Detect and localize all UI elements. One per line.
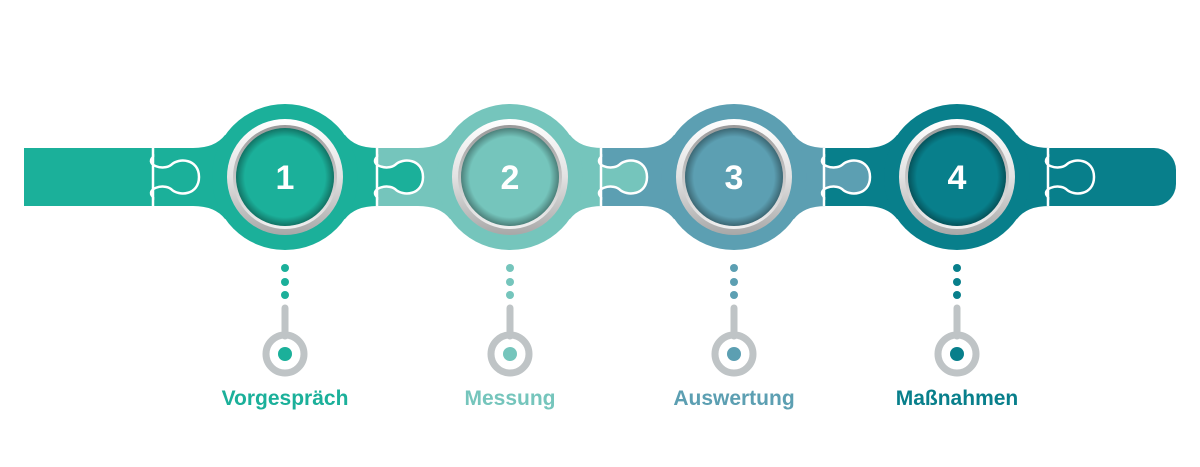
connector-dot bbox=[730, 264, 738, 272]
puzzle-knob bbox=[598, 157, 647, 197]
connector-dot bbox=[953, 264, 961, 272]
step-circle-shade bbox=[236, 128, 334, 226]
step-label: Auswertung bbox=[673, 387, 794, 410]
connector-dot bbox=[506, 264, 514, 272]
step-circle-shade bbox=[461, 128, 559, 226]
pin-ring bbox=[487, 331, 533, 377]
step-number: 3 bbox=[725, 159, 744, 197]
puzzle-seam-outline bbox=[1044, 153, 1096, 201]
step-circle-shade bbox=[685, 128, 783, 226]
step-number: 2 bbox=[501, 159, 520, 197]
connector-dot bbox=[953, 278, 961, 286]
puzzle-knob bbox=[150, 157, 199, 197]
step-label: Messung bbox=[464, 387, 555, 410]
puzzle-seam-outline bbox=[820, 153, 872, 201]
pin-dot bbox=[503, 347, 517, 361]
pin-dot bbox=[727, 347, 741, 361]
pin-ring bbox=[711, 331, 757, 377]
puzzle-seam-outline bbox=[149, 153, 201, 201]
connector-dot bbox=[506, 278, 514, 286]
pin-ring bbox=[934, 331, 980, 377]
puzzle-seam-outline bbox=[597, 153, 649, 201]
connector-dot bbox=[281, 291, 289, 299]
connector-dot bbox=[953, 291, 961, 299]
pin-ring bbox=[262, 331, 308, 377]
connector-dot bbox=[506, 291, 514, 299]
puzzle-knob bbox=[374, 157, 423, 197]
connector-dot bbox=[730, 278, 738, 286]
puzzle-seam-outline bbox=[373, 153, 425, 201]
puzzle-knob bbox=[821, 157, 870, 197]
step-label: Maßnahmen bbox=[896, 387, 1019, 410]
step-circle-shade bbox=[908, 128, 1006, 226]
step-label: Vorgespräch bbox=[222, 387, 349, 410]
connector-dot bbox=[281, 278, 289, 286]
step-number: 1 bbox=[276, 159, 295, 197]
pin-dot bbox=[278, 347, 292, 361]
pin-dot bbox=[950, 347, 964, 361]
puzzle-knob bbox=[1045, 157, 1094, 197]
connector-dot bbox=[730, 291, 738, 299]
connector-dot bbox=[281, 264, 289, 272]
step-number: 4 bbox=[948, 159, 967, 197]
